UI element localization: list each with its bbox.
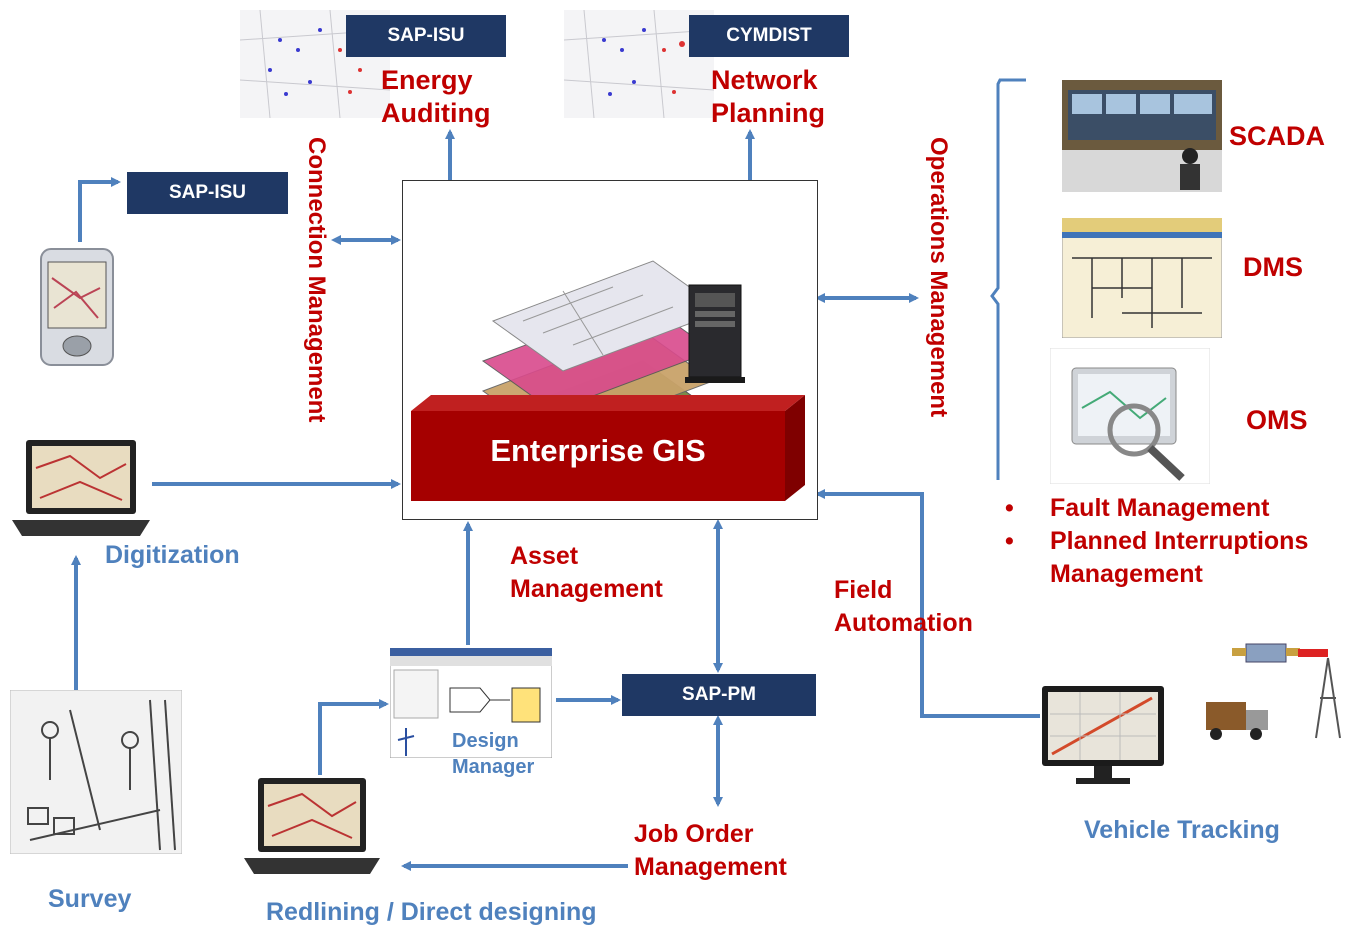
sap-isu-top-box: SAP-ISU bbox=[346, 15, 506, 57]
bullet-continuation: Management bbox=[1050, 560, 1203, 588]
survey-illustration bbox=[10, 690, 182, 854]
scada-control-room-image bbox=[1062, 80, 1222, 192]
sap-isu-left-box: SAP-ISU bbox=[127, 172, 288, 214]
network-planning-label: Network Planning bbox=[711, 65, 825, 128]
redlining-label: Redlining / Direct designing bbox=[266, 898, 597, 926]
digitization-label: Digitization bbox=[105, 541, 240, 569]
job-order-management-label: Job Order Management bbox=[634, 820, 787, 881]
energy-auditing-label: Energy Auditing bbox=[381, 65, 491, 128]
oms-monitor-image bbox=[1050, 348, 1210, 484]
design-manager-screenshot bbox=[390, 648, 552, 758]
design-manager-label: Design Manager bbox=[452, 730, 535, 778]
field-automation-label: Field Automation bbox=[834, 576, 973, 637]
connection-management-label: Connection Management bbox=[303, 137, 330, 423]
arrow-field-automation bbox=[815, 489, 1040, 718]
dms-label: DMS bbox=[1243, 252, 1303, 282]
sap-pm-box: SAP-PM bbox=[622, 674, 816, 716]
survey-label: Survey bbox=[48, 885, 132, 913]
vehicle-tracking-label: Vehicle Tracking bbox=[1084, 816, 1280, 844]
arrow-redlining-to-design bbox=[318, 699, 389, 775]
bullet-fault-management: •Fault Management bbox=[1005, 494, 1270, 522]
digitization-laptop-icon bbox=[10, 438, 152, 538]
operations-brace bbox=[990, 78, 1026, 480]
arrow-pda-to-sapisu bbox=[78, 177, 121, 242]
pda-device-icon bbox=[40, 248, 114, 366]
enterprise-gis-box: Enterprise GIS bbox=[402, 180, 818, 520]
cymdist-box: CYMDIST bbox=[689, 15, 849, 57]
vehicle-tracking-monitor bbox=[1040, 684, 1166, 788]
oms-label: OMS bbox=[1246, 405, 1308, 435]
bullet-planned-interruptions: •Planned Interruptions bbox=[1005, 527, 1309, 555]
redlining-laptop-icon bbox=[242, 776, 382, 876]
gis-layers-illustration bbox=[411, 260, 805, 501]
gps-tracking-illustration bbox=[1176, 638, 1346, 748]
enterprise-gis-title: Enterprise GIS bbox=[490, 433, 706, 468]
scada-label: SCADA bbox=[1229, 121, 1326, 151]
energy-map-thumbnail bbox=[240, 10, 390, 118]
asset-management-label: Asset Management bbox=[510, 542, 663, 603]
operations-management-label: Operations Management bbox=[925, 137, 952, 418]
dms-screen-image bbox=[1062, 218, 1222, 338]
operations-bullets: •Fault Management •Planned Interruptions… bbox=[1005, 492, 1308, 591]
